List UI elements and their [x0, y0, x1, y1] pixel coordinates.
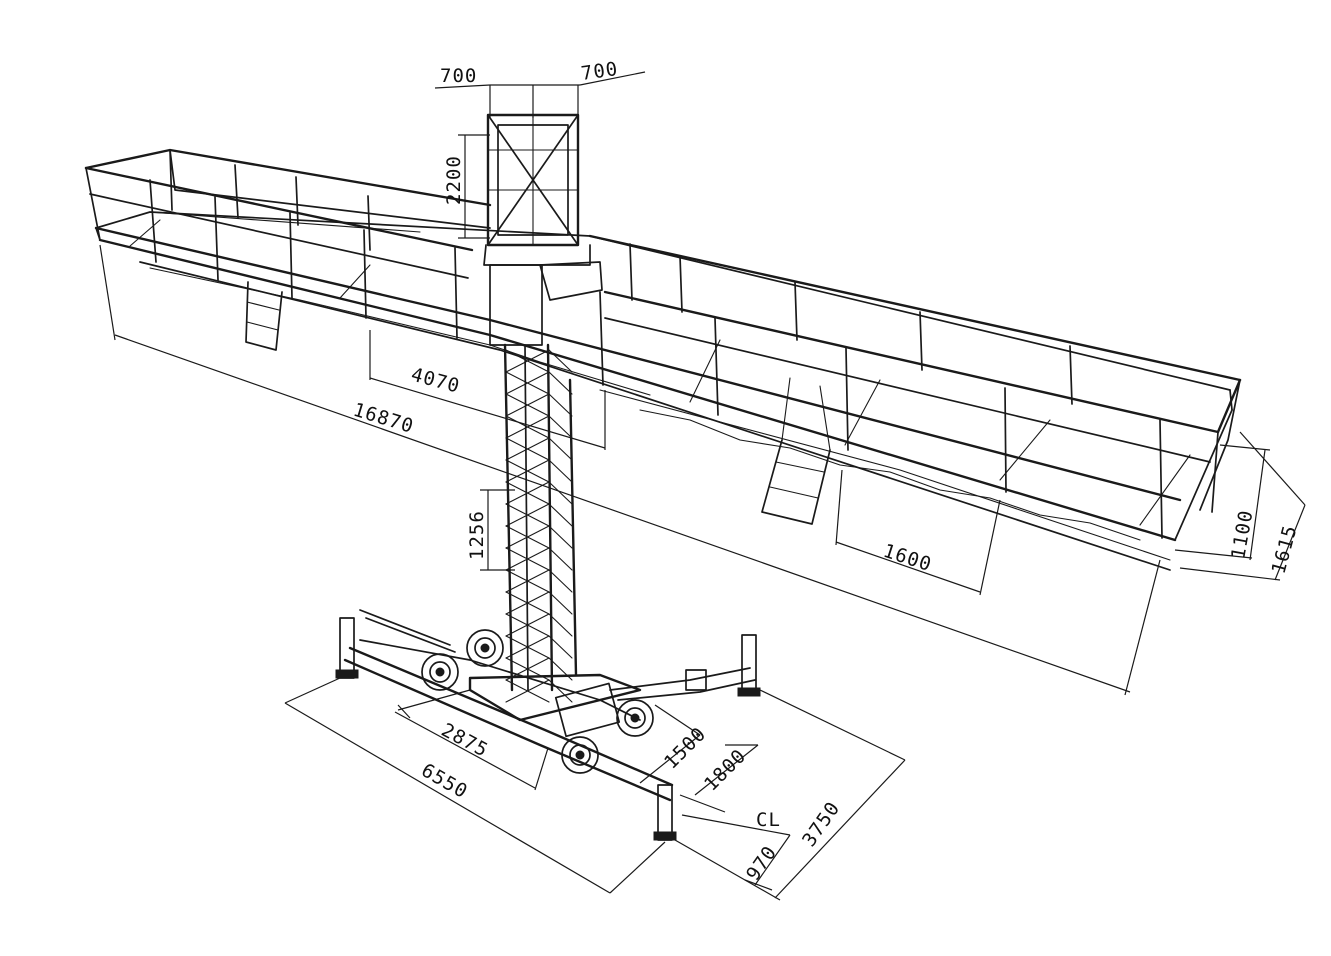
dim-16870: 16870 — [351, 399, 417, 438]
work-platform — [84, 148, 1242, 571]
chassis — [335, 609, 761, 841]
dimension-labels: 700 700 2200 4070 16870 1256 1600 1100 1… — [351, 58, 1302, 885]
dim-970: 970 — [742, 842, 781, 885]
dim-700-right: 700 — [580, 58, 620, 85]
dim-1256: 1256 — [466, 510, 488, 560]
dim-4070: 4070 — [409, 364, 463, 398]
dim-3750: 3750 — [798, 797, 845, 850]
dim-1600: 1600 — [880, 540, 934, 576]
dim-1100: 1100 — [1227, 508, 1257, 561]
dim-1800: 1800 — [700, 745, 751, 796]
dim-1500: 1500 — [660, 723, 711, 774]
mast-tower — [503, 343, 578, 703]
dim-2200: 2200 — [443, 155, 465, 205]
dimension-lines — [99, 71, 1306, 901]
dim-2875: 2875 — [438, 719, 492, 762]
dim-centerline: CL — [756, 809, 781, 831]
mast-head — [483, 113, 603, 346]
dim-700-left: 700 — [440, 65, 477, 87]
dim-1615: 1615 — [1268, 523, 1302, 577]
